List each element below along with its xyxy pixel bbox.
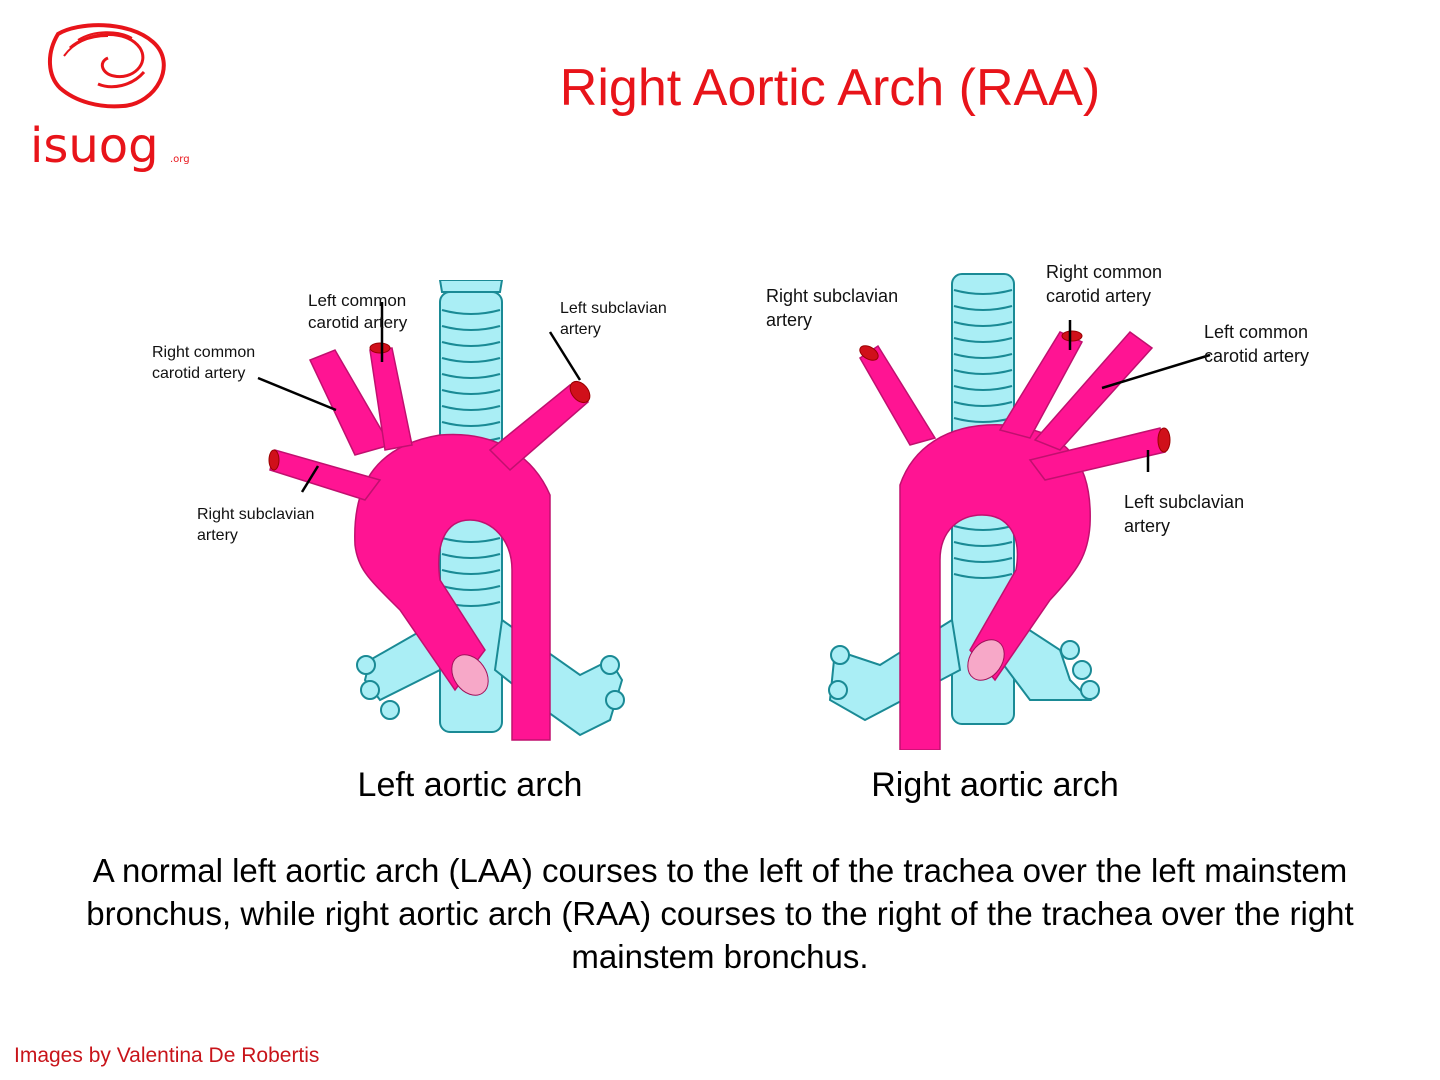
right-arch-illustration [828,273,1211,751]
label-line: Right subclavian [766,286,899,306]
label-line: artery [197,527,238,544]
label-line: artery [766,310,813,330]
logo-suffix: .org [170,154,190,165]
description-text: A normal left aortic arch (LAA) courses … [86,852,1354,975]
label-left-common-carotid: Left common carotid artery [1204,320,1309,368]
image-credit: Images by Valentina De Robertis [14,1044,320,1067]
label-line: carotid artery [1046,286,1152,306]
label-line: Right common [152,344,256,361]
label-right-subclavian: Right subclavian artery [766,284,898,332]
pointer-lines [257,302,582,493]
isuog-logo-mark: isuog .org [30,23,190,174]
label-line: carotid artery [152,365,246,382]
label-right-subclavian: Right subclavian artery [197,504,314,546]
label-left-subclavian: Left subclavian artery [1124,490,1244,538]
vessel-openings [268,342,591,696]
page-title: Right Aortic Arch (RAA) [559,59,1101,117]
label-left-subclavian: Left subclavian artery [560,298,667,340]
label-right-common-carotid: Right common carotid artery [1046,260,1162,308]
caption-right-aortic-arch: Right aortic arch [871,766,1119,804]
label-left-common-carotid: Left common carotid artery [308,290,407,334]
label-line: artery [560,321,601,338]
label-line: Right subclavian [197,506,315,523]
label-line: Left subclavian [1124,492,1245,512]
label-line: Right common [1046,262,1163,282]
label-line: Left common [308,291,407,310]
left-arch-illustration [257,279,625,741]
label-right-common-carotid: Right common carotid artery [152,342,255,384]
aorta [859,330,1166,751]
pointer-lines [1068,320,1211,472]
label-line: Left subclavian [560,300,667,317]
vessel-openings [859,330,1171,681]
logo-wordmark: isuog [30,118,159,174]
label-line: carotid artery [1204,346,1310,366]
label-line: carotid artery [308,313,408,332]
isuog-logo[interactable]: isuog .org [28,14,198,184]
left-aortic-arch-diagram: Left common carotid artery Left subclavi… [140,279,700,750]
label-line: artery [1124,516,1171,536]
right-aortic-arch-diagram: Right subclavian artery Right common car… [760,260,1340,751]
label-line: Left common [1204,322,1309,342]
aorta [269,347,590,741]
caption-left-aortic-arch: Left aortic arch [357,766,583,804]
